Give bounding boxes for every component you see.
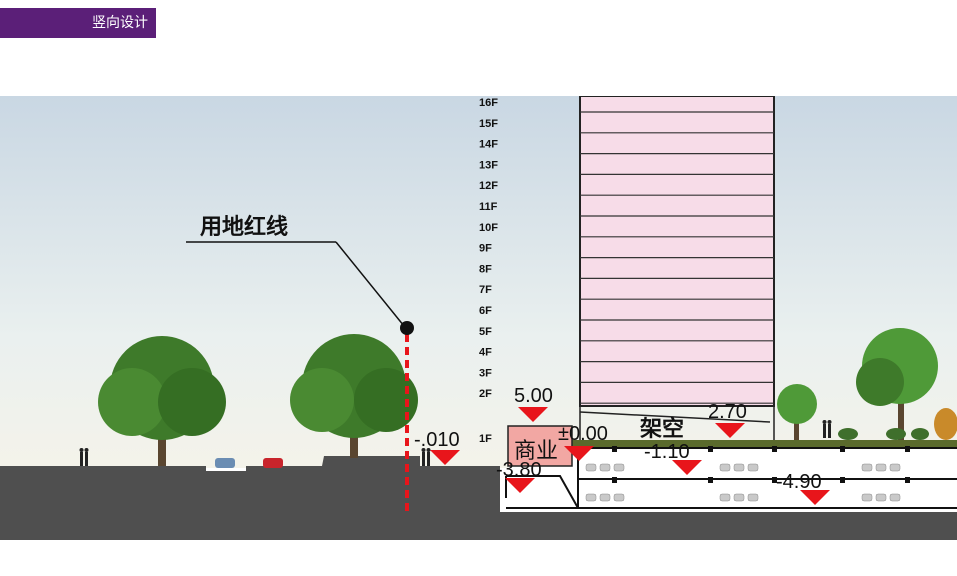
podium-frame <box>579 406 775 440</box>
people-figures <box>79 420 832 466</box>
marker-street <box>430 450 460 465</box>
floor-label: 7F <box>479 284 492 296</box>
floor-label: 15F <box>479 118 498 130</box>
tree-left <box>98 336 226 466</box>
ground-section <box>0 456 500 540</box>
floor-label: 8F <box>479 263 492 275</box>
property-line-label: 用地红线 <box>200 214 288 240</box>
floor-label: 11F <box>479 201 498 213</box>
floor-label: 16F <box>479 97 498 109</box>
commercial-block <box>507 425 573 467</box>
header-bar: 竖向设计 <box>0 8 156 38</box>
elevation-markers <box>430 407 830 505</box>
floor-label: 1F <box>479 433 492 445</box>
floor-label: 9F <box>479 243 492 255</box>
marker-podium-deck <box>715 423 745 438</box>
floor-label: 3F <box>479 367 492 379</box>
elevation-basement-1: -1.10 <box>644 441 690 463</box>
floor-label: 14F <box>479 139 498 151</box>
elevation-podium-deck: 2.70 <box>708 401 747 423</box>
floor-label: 5F <box>479 326 492 338</box>
elevation-basement-2: -4.90 <box>776 471 822 493</box>
floor-label: 4F <box>479 347 492 359</box>
floor-label: 10F <box>479 222 498 234</box>
tree-middle <box>290 334 418 458</box>
tower-building <box>579 96 775 407</box>
open-space-label: 架空 <box>640 416 684 442</box>
elevation-ground-zero: ±0.00 <box>558 423 608 445</box>
commercial-label: 商业 <box>514 439 558 464</box>
elevation-lower-left: -3.80 <box>496 459 542 481</box>
floor-label: 13F <box>479 159 498 171</box>
ground-fill-right <box>500 512 957 540</box>
floor-label: 6F <box>479 305 492 317</box>
elevation-roof-commercial: 5.00 <box>514 385 553 407</box>
floor-labels: 16F 15F 14F 13F 12F 11F 10F 9F 8F 7F 6F 5F 4F 3F 2F 1F <box>479 97 498 445</box>
tree-right-small <box>777 384 817 440</box>
cars <box>215 458 283 468</box>
marker-basement-2 <box>800 490 830 505</box>
tree-right-large <box>856 328 938 440</box>
property-line <box>186 241 414 512</box>
floor-label: 2F <box>479 388 492 400</box>
shrubs <box>838 408 957 440</box>
marker-roof-commercial <box>518 407 548 422</box>
section-diagram: 用地红线 16F 15F 14F 13F 12F 11F 10F 9F 8F 7F 6F 5F 4F 3F… <box>0 96 957 540</box>
marker-basement-1 <box>672 460 702 475</box>
elevation-street: -.010 <box>414 429 460 451</box>
basement-structure <box>505 440 957 509</box>
floor-label: 12F <box>479 180 498 192</box>
page-title: 竖向设计 <box>92 15 148 31</box>
marker-ground-zero <box>564 446 594 461</box>
marker-lower-left <box>505 478 535 493</box>
